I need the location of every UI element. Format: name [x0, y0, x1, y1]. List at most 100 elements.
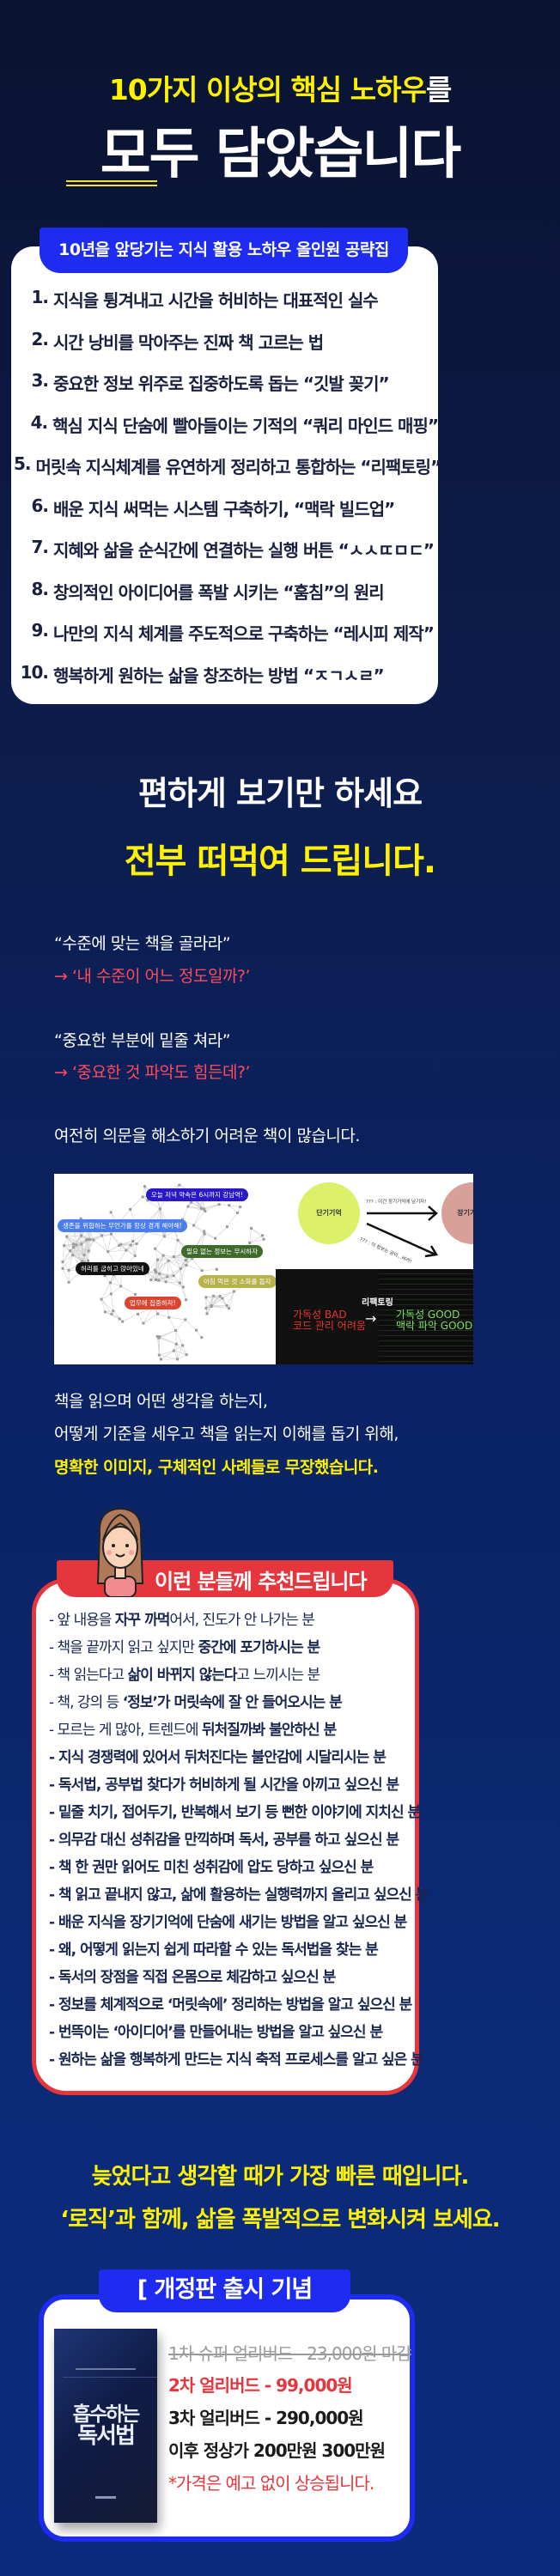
item-text: 행복하게 원하는 삶을 창조하는 방법 “ㅈㄱㅅㄹ” — [53, 665, 385, 686]
item-number: 2. — [31, 328, 49, 349]
knowhow-item: 2.시간 낭비를 막아주는 진짜 책 고르는 법 — [14, 329, 438, 371]
bold-segment: - 배운 지식을 장기기억에 단숨에 새기는 방법을 알고 싶으신 분 — [49, 1914, 407, 1931]
item-text: 시간 낭비를 막아주는 진짜 책 고르는 법 — [53, 331, 324, 353]
recommend-item: - 밑줄 치기, 접어두기, 반복해서 보기 등 뻔한 이야기에 지치신 분 — [49, 1800, 421, 1827]
price-notice: *가격은 예고 없이 상승됩니다. — [168, 2473, 374, 2494]
item-number: 1. — [31, 287, 49, 307]
item-number: 5. — [14, 453, 31, 474]
book-title-1: 흡수하는 — [72, 2403, 141, 2426]
item-number: 9. — [31, 620, 49, 641]
illustration: 오늘 저녁 약속은 6시까지 강남역!생존을 위협하는 무언가를 항상 경계 해… — [54, 1174, 473, 1364]
item-text: 머릿속 지식체계를 유연하게 정리하고 통합하는 “리팩토링” — [35, 457, 442, 477]
explain-line-1: 책을 읽으며 어떤 생각을 하는지, — [54, 1392, 268, 1411]
item-text: 창의적인 아이디어를 폭발 시키는 “훔침”의 원리 — [53, 581, 385, 603]
price-tier-2: 2차 얼리버드 - 99,000원 — [168, 2375, 353, 2396]
bold-segment: - 독서법, 공부법 찾다가 허비하게 될 시간을 아끼고 싶으신 분 — [49, 1777, 399, 1794]
recommend-item: - 책 한 권만 읽어도 미친 성취감에 압도 당하고 싶으신 분 — [49, 1855, 418, 1882]
recommend-item: - 번뜩이는 ‘아이디어’를 만들어내는 방법을 알고 싶으신 분 — [49, 2020, 418, 2047]
book-author-placeholder — [95, 2496, 116, 2499]
item-number: 7. — [31, 537, 49, 557]
price-tier-1: 1차 슈퍼 얼리버드 - 23,000원 마감 — [168, 2343, 412, 2364]
long-term-label: 장기기억 — [457, 1209, 473, 1217]
arrows — [366, 1206, 439, 1258]
knowhow-item: 9.나만의 지식 체계를 주도적으로 구축하는 “레시피 제작” — [14, 620, 438, 662]
book-cover: 흡수하는 독서법 — [54, 2329, 157, 2523]
item-text: 지혜와 삶을 순식간에 연결하는 실행 버튼 “ㅅㅅㄸㅁㄷ” — [53, 540, 435, 561]
book-subtitle-placeholder — [76, 2368, 136, 2370]
knowhow-item: 10.행복하게 원하는 삶을 창조하는 방법 “ㅈㄱㅅㄹ” — [14, 662, 438, 704]
recommend-item: - 독서의 장점을 직접 온몸으로 체감하고 싶으신 분 — [49, 1965, 418, 1992]
thought-bubble: 허리를 굽히고 앉아있네 — [76, 1262, 149, 1275]
text-segment: - 모르는 게 많아, 트렌드에 — [49, 1722, 202, 1739]
recommend-card — [32, 1578, 419, 2095]
event-tab: [ 개정판 출시 기념 EVENT] — [99, 2269, 350, 2344]
arrow-top-label: ??? : 이건 장기기억에 남기자! — [366, 1200, 427, 1205]
code-background — [379, 1269, 473, 1364]
recommend-item: - 책, 강의 등 ‘정보’가 머릿속에 잘 안 들어오시는 분 — [49, 1690, 418, 1717]
recommend-title: 이런 분들께 추천드립니다 — [155, 1570, 368, 1594]
item-number: 3. — [31, 370, 49, 391]
knowhow-tab: 10년을 앞당기는 지식 활용 노하우 올인원 공략집 — [40, 228, 408, 273]
hero-highlight: 10가지 이상의 핵심 노하우 — [108, 73, 427, 106]
reply-2: → ‘중요한 것 파악도 힘든데?’ — [54, 1063, 251, 1082]
price-regular: 이후 정상가 200만원 300만원 — [168, 2440, 386, 2461]
recommend-item: - 원하는 삶을 행복하게 만드는 지식 축적 프로세스를 알고 싶은 분 — [49, 2047, 424, 2075]
quote-1: “수준에 맞는 책을 골라라” — [54, 934, 231, 953]
item-text: 중요한 정보 위주로 집중하도록 돕는 “깃발 꽂기” — [53, 374, 390, 394]
recommend-item: - 의무감 대신 성취감을 만끽하며 독서, 공부를 하고 싶으신 분 — [49, 1827, 418, 1855]
bold-segment: - 밑줄 치기, 접어두기, 반복해서 보기 등 뻔한 이야기에 지치신 분 — [49, 1804, 421, 1821]
text-segment: - 책 읽는다고 — [49, 1667, 128, 1684]
good-line-2: 맥락 파악 GOOD — [396, 1320, 473, 1332]
long-term-circle: 장기기억 — [441, 1182, 473, 1244]
recommend-item: - 책을 끝까지 읽고 싶지만 중간에 포기하시는 분 — [49, 1635, 418, 1662]
good-line-1: 가독성 GOOD — [396, 1309, 460, 1321]
item-number: 10. — [20, 661, 49, 683]
recommend-item: - 왜, 어떻게 읽는지 쉽게 따라할 수 있는 독서법을 찾는 분 — [49, 1937, 418, 1965]
item-number: 8. — [31, 578, 49, 599]
item-text: 나만의 지식 체계를 주도적으로 구축하는 “레시피 제작” — [53, 623, 435, 644]
closing-line-2: ‘로직’과 함께, 삶을 폭발적으로 변화시켜 보세요. — [60, 2207, 500, 2233]
text-segment: 어서, 진도가 안 나가는 분 — [169, 1612, 314, 1629]
text-segment: - 책을 끝까지 읽고 싶지만 — [49, 1639, 198, 1656]
knowhow-item: 6.배운 지식 써먹는 시스템 구축하기, “맥락 빌드업” — [14, 495, 438, 538]
bold-segment: - 의무감 대신 성취감을 만끽하며 독서, 공부를 하고 싶으신 분 — [49, 1832, 399, 1849]
section-title: 편하게 보기만 하세요 — [137, 775, 423, 812]
bold-segment: 뒤처질까봐 불안하신 분 — [201, 1722, 337, 1739]
bold-segment: 자꾸 까먹 — [114, 1612, 170, 1629]
recommend-item: - 지식 경쟁력에 있어서 뒤처진다는 불안감에 시달리시는 분 — [49, 1745, 418, 1772]
thought-bubble: 오늘 저녁 약속은 6시까지 강남역! — [146, 1188, 249, 1201]
recommend-item: - 독서법, 공부법 찾다가 허비하게 될 시간을 아끼고 싶으신 분 — [49, 1772, 418, 1800]
thought-bubble: 업무에 집중하자! — [125, 1297, 181, 1309]
quote-2: “중요한 부분에 밑줄 쳐라” — [54, 1031, 231, 1050]
bold-segment: - 정보를 체계적으로 ‘머릿속에’ 정리하는 방법을 알고 싶으신 분 — [49, 1996, 412, 2014]
text-segment: - 책, 강의 등 — [49, 1694, 123, 1711]
knowhow-item: 4.핵심 지식 단숨에 빨아들이는 기적의 “쿼리 마인드 매핑” — [14, 412, 439, 454]
recommend-item: - 배운 지식을 장기기억에 단숨에 새기는 방법을 알고 싶으신 분 — [49, 1910, 418, 1937]
section-subtitle: 전부 떠먹여 드립니다. — [124, 841, 436, 881]
refactor-label: 리팩토링 — [362, 1298, 393, 1308]
thought-bubble: 필요 없는 정보는 무시하자 — [181, 1245, 264, 1258]
hero-title-line1: 10가지 이상의 핵심 노하우를 — [0, 67, 560, 108]
short-term-circle: 단기기억 — [298, 1182, 360, 1244]
memory-diagram: 단기기억 장기기억 ??? : 이건 장기기억에 남기자! ??? : 이 정보… — [276, 1174, 473, 1269]
bold-segment: - 책 읽고 끝내지 않고, 삶에 활용하는 실행력까지 올리고 싶으신 분 — [49, 1886, 429, 1904]
hero-suffix: 를 — [425, 73, 452, 106]
text-segment: - 앞 내용을 — [49, 1612, 115, 1629]
bold-segment: - 책 한 권만 읽어도 미친 성취감에 압도 당하고 싶으신 분 — [49, 1859, 374, 1876]
recommend-item: - 모르는 게 많아, 트렌드에 뒤처질까봐 불안하신 분 — [49, 1717, 418, 1745]
thought-bubble: 아침 먹은 것 소화를 돕자 — [198, 1275, 277, 1288]
closing-line-1: 늦었다고 생각할 때가 가장 빠른 때입니다. — [91, 2164, 470, 2190]
item-text: 지식을 튕겨내고 시간을 허비하는 대표적인 실수 — [53, 290, 379, 311]
hero-title-line2: 모두 담았습니다 — [100, 123, 461, 186]
recommend-list: - 앞 내용을 자꾸 까먹어서, 진도가 안 나가는 분 - 책을 끝까지 읽고 … — [49, 1607, 429, 2075]
hero-underline — [66, 180, 157, 186]
book-title-2: 독서법 — [77, 2423, 136, 2449]
bold-segment: - 지식 경쟁력에 있어서 뒤처진다는 불안감에 시달리시는 분 — [49, 1749, 387, 1766]
text-segment: 고 느끼시는 분 — [236, 1667, 321, 1684]
bad-line-1: 가독성 BAD — [293, 1309, 347, 1321]
knowhow-item: 8.창의적인 아이디어를 폭발 시키는 “훔침”의 원리 — [14, 579, 438, 621]
book-divider — [63, 2377, 157, 2378]
item-number: 6. — [31, 495, 49, 516]
